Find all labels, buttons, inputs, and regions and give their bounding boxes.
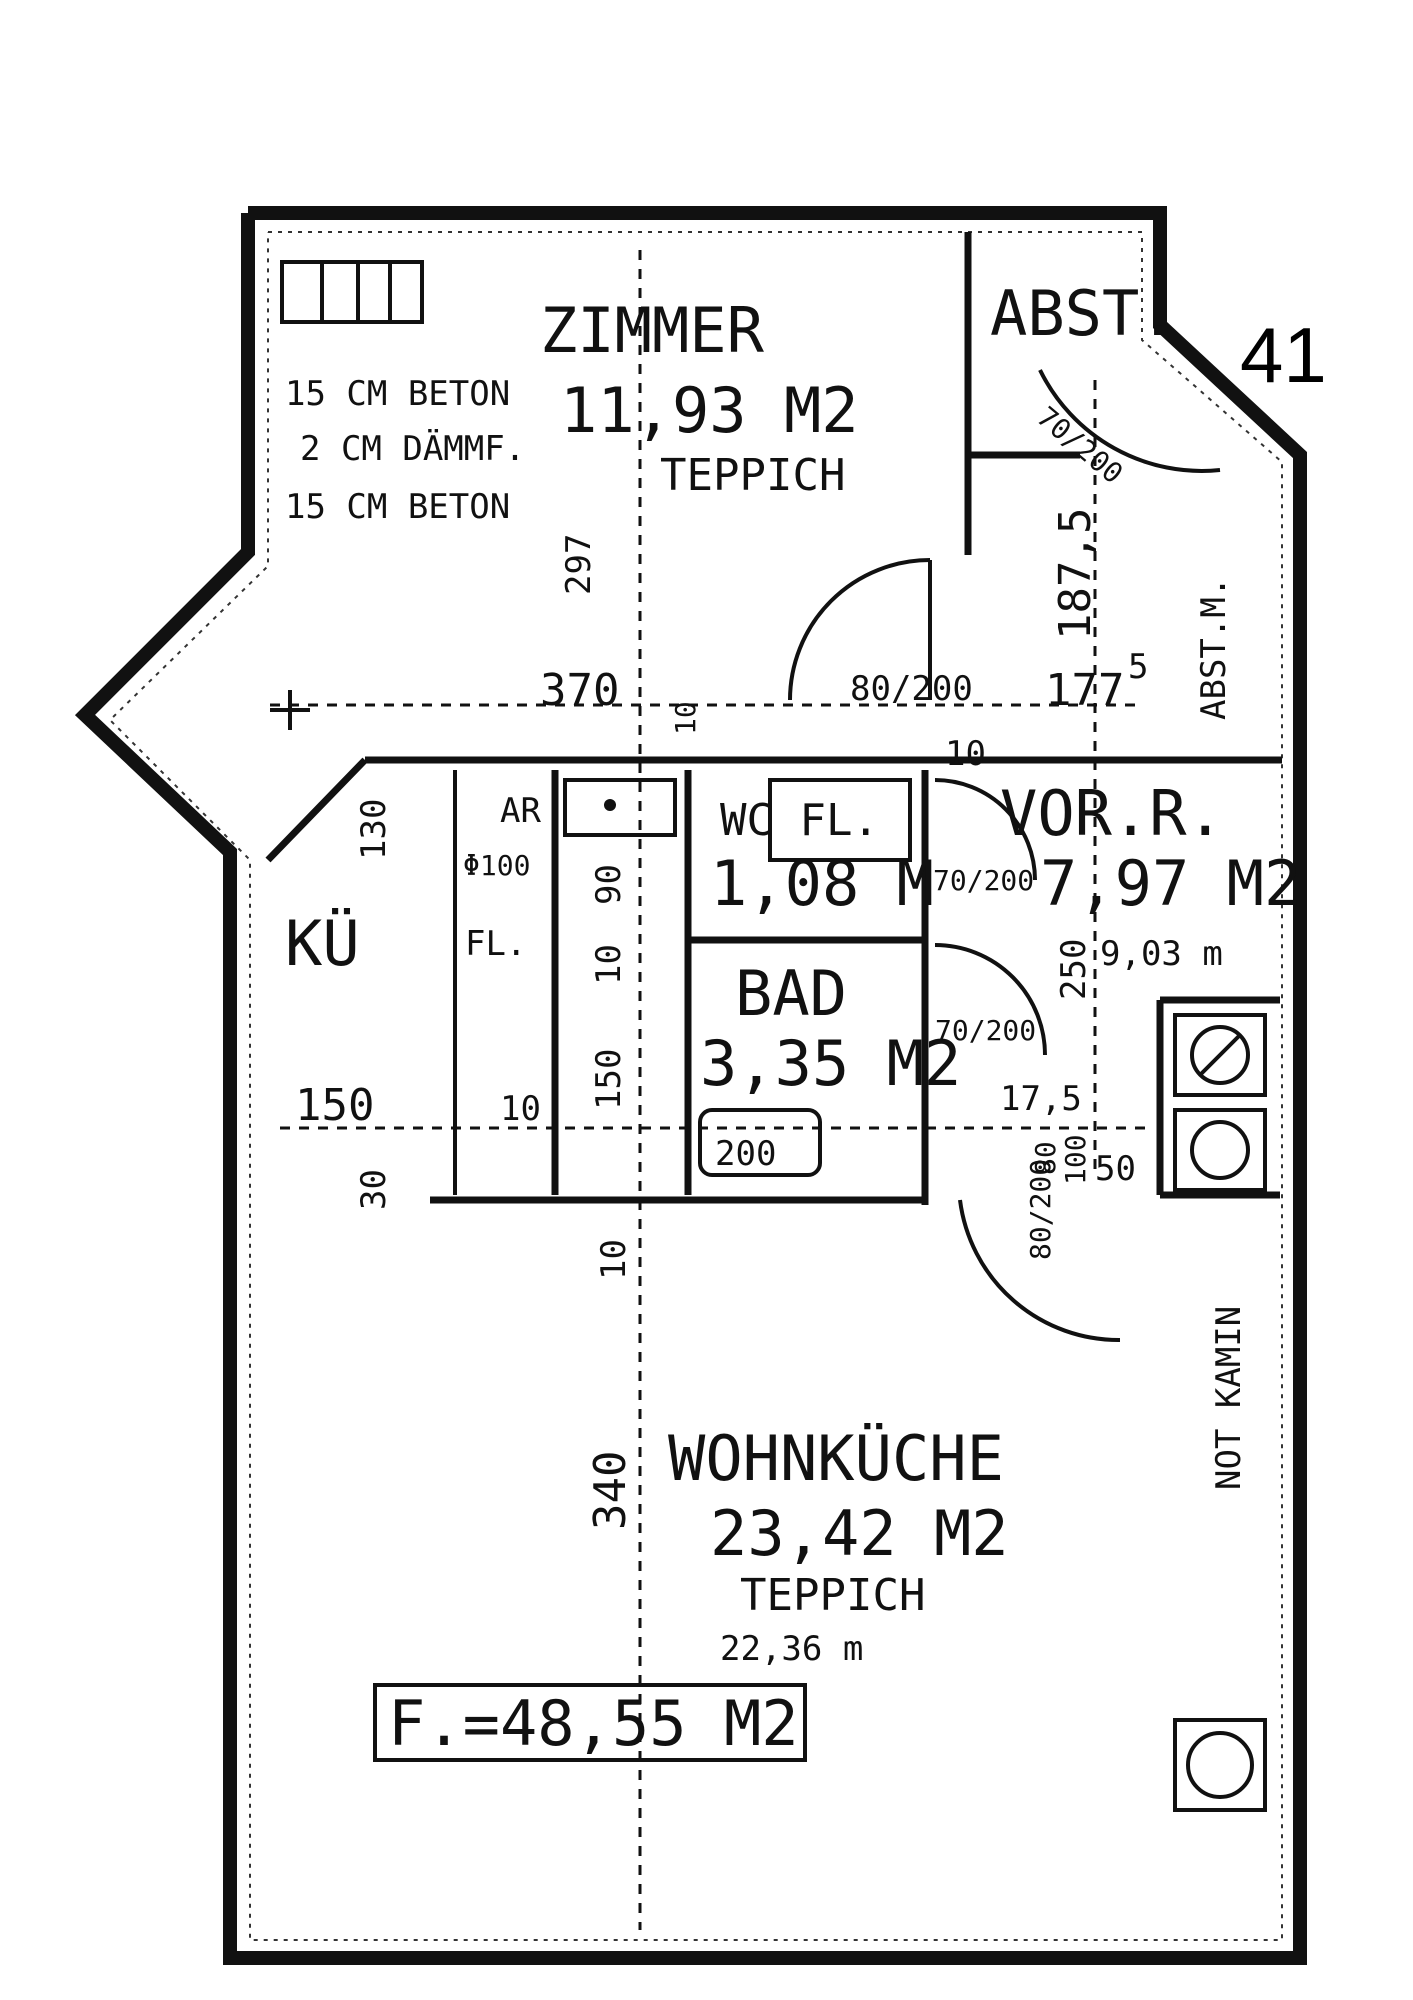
bathtub <box>698 1108 822 1177</box>
room-name-bad: BAD <box>735 957 847 1030</box>
room-name-zimmer: ZIMMER <box>540 294 765 367</box>
door-bath-lower: 80/200 <box>1024 1159 1057 1260</box>
total-area: F.=48,55 M2 <box>388 1687 799 1760</box>
room-area-wohnkueche: 23,42 M2 <box>710 1497 1009 1570</box>
dim-50: 50 <box>1095 1149 1136 1189</box>
door-arc-zimmer <box>788 558 931 701</box>
door-wc: 70/200 <box>933 864 1034 897</box>
door-arc-wohnkueche <box>958 1199 1121 1343</box>
wall-note-2: 2 CM DÄMMF. <box>300 429 525 469</box>
outer-wall-hatch <box>108 231 1283 1941</box>
room-floor-wohnkueche: TEPPICH <box>740 1570 925 1621</box>
room-name-ku: KÜ <box>285 907 360 980</box>
stove-burner-1-mark <box>1198 1033 1242 1077</box>
stove-burner-1 <box>1190 1025 1250 1085</box>
wall-note-1: 15 CM BETON <box>285 374 510 414</box>
dim-90: 90 <box>589 864 629 905</box>
ku-fl: FL. <box>465 924 526 964</box>
room-perimeter-vorraum: 9,03 m <box>1100 934 1223 974</box>
door-abst: 70/200 <box>1031 400 1130 490</box>
room-floor-zimmer: TEPPICH <box>660 450 845 501</box>
room-name-vorraum: VOR.R. <box>1000 777 1224 850</box>
chimney-box <box>1173 1718 1267 1812</box>
room-name-abst: ABST. <box>990 277 1177 350</box>
dim-175: 17,5 <box>1000 1079 1082 1119</box>
dim-1875: 187,5 <box>1050 508 1101 640</box>
ku-ar-dim: Φ100 <box>463 849 530 882</box>
dim-80: 80 <box>1029 1141 1062 1175</box>
dim-10b: 10 <box>945 734 986 774</box>
dim-10c: 10 <box>589 944 629 985</box>
dim-150: 150 <box>589 1049 629 1110</box>
door-bad: 70/200 <box>935 1014 1036 1047</box>
stove-box-1 <box>1173 1013 1267 1097</box>
dim-10e: 10 <box>594 1239 634 1280</box>
dim-340: 340 <box>585 1451 636 1530</box>
unit-number: 41 <box>1240 311 1327 399</box>
dim-100: 100 <box>1059 1134 1092 1185</box>
ku-ar: AR <box>500 791 541 831</box>
dim-130: 130 <box>354 799 394 860</box>
window-box <box>280 260 424 324</box>
not-kamin-label: NOT KAMIN <box>1209 1306 1249 1490</box>
dim-177: 177 <box>1045 665 1124 716</box>
dim-150b: 150 <box>295 1080 374 1131</box>
room-area-wc: 1,08 M <box>710 847 934 920</box>
room-name-wc: WC FL. <box>720 795 879 846</box>
door-arc-vorraum <box>934 778 1037 881</box>
room-area-bad: 3,35 M2 <box>700 1027 961 1100</box>
stove-burner-2 <box>1190 1120 1250 1180</box>
dim-30: 30 <box>354 1169 394 1210</box>
dim-370: 370 <box>540 665 619 716</box>
ar-point <box>604 799 616 811</box>
wc-fixture <box>768 778 912 862</box>
total-area-box <box>373 1683 807 1762</box>
dim-297: 297 <box>559 534 599 595</box>
dim-10d: 10 <box>500 1089 541 1129</box>
room-perimeter-wohnkueche: 22,36 m <box>720 1629 863 1669</box>
dim-5a: 5 <box>1128 647 1148 687</box>
dim-250: 250 <box>1054 939 1094 1000</box>
room-extra-abst: ABST.M. <box>1194 577 1234 720</box>
door-zimmer: 80/200 <box>850 669 973 709</box>
room-name-wohnkueche: WOHNKÜCHE <box>668 1422 1004 1495</box>
wall-bay-lower <box>265 757 368 863</box>
wall-note-3: 15 CM BETON <box>285 487 510 527</box>
bathtub-label: 200 <box>715 1134 776 1174</box>
ar-box <box>563 778 677 837</box>
door-arc-abst <box>1038 369 1221 473</box>
outer-wall <box>74 206 1307 1965</box>
dim-10a: 10 <box>669 701 702 735</box>
chimney-circle <box>1186 1731 1254 1799</box>
room-area-zimmer: 11,93 M2 <box>560 374 859 447</box>
room-area-vorraum: 7,97 M2 <box>1040 847 1301 920</box>
stove-box-2 <box>1173 1108 1267 1192</box>
door-arc-bad <box>934 943 1047 1056</box>
